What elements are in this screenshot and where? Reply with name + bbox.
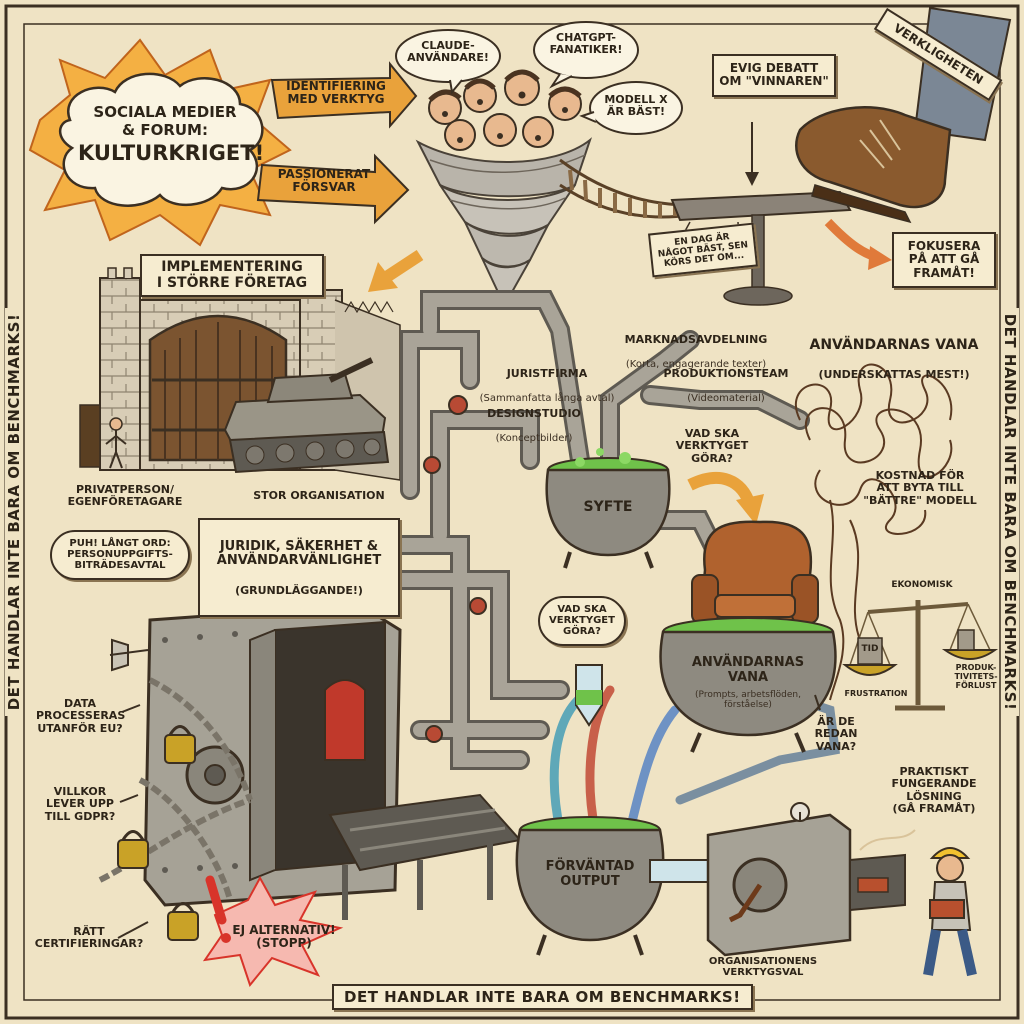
speech-cloud xyxy=(58,72,264,207)
castle xyxy=(79,267,401,481)
purpose-question: VAD SKA VERKTYGET GÖRA? xyxy=(675,427,749,465)
legal-banner: JURIDIK, SÄKERHET & ANVÄNDARVÄNLIGHET (G… xyxy=(198,518,400,618)
tornado xyxy=(415,137,593,293)
habits-cauldron-label: ANVÄNDARNAS VANA xyxy=(691,655,805,685)
focus-sign: FOKUSERA PÅ ATT GÅ FRAMÅT! xyxy=(892,232,996,289)
production-title: PRODUKTIONSTEAM xyxy=(663,367,789,381)
arrow-label-defend: PASSIONERAT FÖRSVAR xyxy=(277,167,371,195)
design-label: DESIGNSTUDIO (Konceptbilder) xyxy=(478,396,590,456)
production-sub: (Videomaterial) xyxy=(687,392,765,404)
tool-machine xyxy=(706,802,916,957)
funnel-tube xyxy=(575,664,603,727)
legal-banner-sub: (GRUNDLÄGGANDE!) xyxy=(235,584,363,598)
question-cert: RÄTT CERTIFIERINGAR? xyxy=(34,925,144,951)
frustration-label: FRUSTRATION xyxy=(844,689,908,698)
stop-burst xyxy=(202,875,344,988)
output-cauldron-label: FÖRVÄNTAD OUTPUT xyxy=(545,859,635,889)
cauldron-output xyxy=(515,816,665,956)
arrow-label-identify: IDENTIFIERING MED VERKTYG xyxy=(286,79,386,107)
culture-arrow-bottom xyxy=(256,153,410,225)
private-label: PRIVATPERSON/ EGENFÖRETAGARE xyxy=(67,483,183,509)
habits-cauldron-sub: (Prompts, arbetsflöden, förståelse) xyxy=(695,690,801,711)
debate-sign: EVIG DEBATT OM "VINNAREN" xyxy=(712,54,836,97)
practical-label: PRAKTISKT FUNGERANDE LÖSNING (GÅ FRAMÅT) xyxy=(891,765,977,815)
bubble-model: MODELL X ÄR BÄST! xyxy=(604,93,668,119)
weight-label: TID xyxy=(861,644,879,654)
bank-safe xyxy=(109,603,402,907)
question-used: ÄR DE REDAN VANA? xyxy=(814,715,858,753)
pipe-valves xyxy=(423,395,487,743)
chains-locks xyxy=(98,677,253,941)
design-sub: (Konceptbilder) xyxy=(495,432,573,444)
design-title: DESIGNSTUDIO xyxy=(487,407,581,421)
habits-title: ANVÄNDARNAS VANA (UNDERSKATTAS MEST!) xyxy=(806,322,982,397)
marketing-title: MARKNADSAVDELNING xyxy=(624,333,768,347)
habits-title-main: ANVÄNDARNAS VANA xyxy=(809,336,979,353)
angry-fans xyxy=(428,69,582,151)
habits-title-sub: (UNDERSKATTAS MEST!) xyxy=(818,368,970,382)
tiny-person xyxy=(105,417,127,469)
contract-bubble: PUH! LÅNGT ORD: PERSONUPPGIFTS- BITRÄDES… xyxy=(50,530,190,580)
production-label: PRODUKTIONSTEAM (Videomaterial) xyxy=(658,356,794,416)
economic-label: EKONOMISK xyxy=(891,580,953,590)
speech-bubbles-fans xyxy=(395,21,683,135)
focus-arrow xyxy=(824,218,892,270)
bottom-banner: DET HANDLAR INTE BARA OM BENCHMARKS! xyxy=(332,984,753,1010)
productivity-label: PRODUK- TIVITETS- FÖRLUST xyxy=(954,663,998,690)
balance-scale xyxy=(842,600,999,711)
law-sub: (Sammanfatta långa avtal) xyxy=(479,392,615,404)
marketing-sub: (Korta, engagerande texter) xyxy=(625,358,767,370)
question-gdpr: VILLKOR LEVER UPP TILL GDPR? xyxy=(44,785,116,823)
bubble-chatgpt: CHATGPT- FANATIKER! xyxy=(549,31,623,57)
cauldron-habits xyxy=(659,617,837,753)
tangled-cables xyxy=(794,363,953,701)
cloud-title: KULTURKRIGET! xyxy=(78,141,265,165)
pipe-network xyxy=(330,290,810,770)
switch-cost-label: KOSTNAD FÖR ATT BYTA TILL "BÄTTRE" MODEL… xyxy=(863,469,977,507)
cauldron-purpose xyxy=(545,448,671,569)
conveyor-belt xyxy=(328,793,522,920)
armchair xyxy=(691,520,819,624)
tank xyxy=(223,357,390,474)
law-label: JURISTFIRMA (Sammanfatta långa avtal) xyxy=(464,356,630,416)
purpose-cauldron-label: SYFTE xyxy=(583,499,633,515)
culture-arrow-top xyxy=(270,61,418,129)
debate-arrow xyxy=(745,122,759,186)
left-banner: DET HANDLAR INTE BARA OM BENCHMARKS! xyxy=(5,307,23,717)
purpose-arrow xyxy=(687,471,764,525)
worker xyxy=(923,847,977,977)
enterprise-arrow xyxy=(368,249,424,292)
stop-label: EJ ALTERNATIV! (STOPP) xyxy=(232,923,336,951)
question-arrows xyxy=(117,694,821,939)
cloud-line1: SOCIALA MEDIER xyxy=(93,103,237,121)
enterprise-title: IMPLEMENTERING I STÖRRE FÖRETAG xyxy=(140,254,324,298)
law-title: JURISTFIRMA xyxy=(506,367,588,381)
question-eu: DATA PROCESSERAS UTANFÖR EU? xyxy=(36,697,126,735)
org-label: STOR ORGANISATION xyxy=(253,489,385,502)
right-banner: DET HANDLAR INTE BARA OM BENCHMARKS! xyxy=(1001,307,1019,717)
legal-banner-title: JURIDIK, SÄKERHET & ANVÄNDARVÄNLIGHET xyxy=(216,538,382,569)
habits-question: VAD SKA VERKTYGET GÖRA? xyxy=(538,596,626,646)
marketing-label: MARKNADSAVDELNING (Korta, engagerande te… xyxy=(606,322,786,382)
cloud-line2: & FORUM: xyxy=(122,121,208,139)
machine-label: ORGANISATIONENS VERKTYGSVAL xyxy=(708,956,818,979)
bubble-claude: CLAUDE- ANVÄNDARE! xyxy=(407,39,489,65)
